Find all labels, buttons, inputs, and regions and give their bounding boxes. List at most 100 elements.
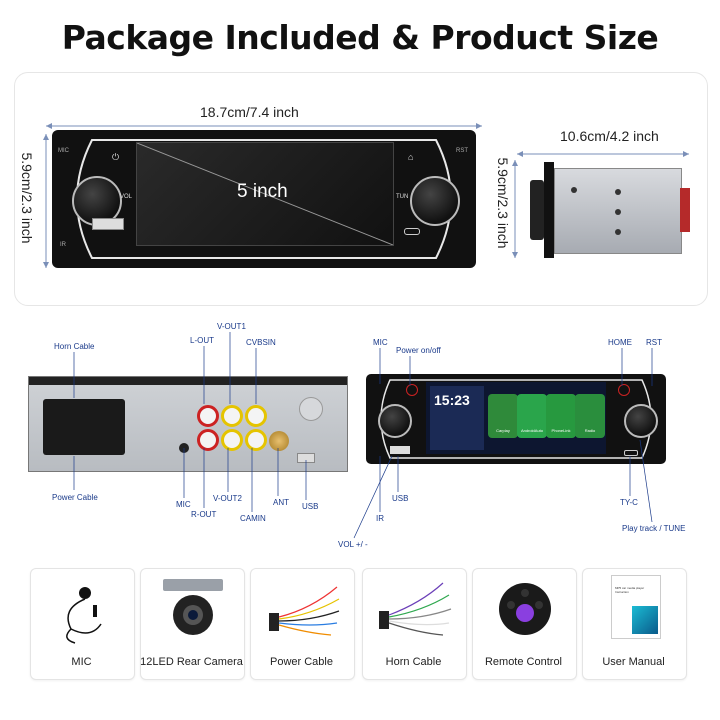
- accessory-card-camera: [140, 568, 245, 680]
- head-unit-screen[interactable]: 15:23 Carplay AndroidAuto PhoneLink Radi…: [426, 382, 606, 454]
- microphone-icon: [66, 587, 102, 644]
- front-leader-lines: [353, 348, 653, 539]
- front-width-label: 18.7cm/7.4 inch: [200, 104, 299, 120]
- label-rst: RST: [646, 338, 662, 347]
- app-label-androidauto: AndroidAuto: [520, 428, 543, 433]
- horn-cable-icon: [379, 582, 452, 636]
- cvbsin-jack: [245, 405, 267, 427]
- rear-top-edge: [29, 377, 347, 385]
- rear-camera-icon: [163, 579, 223, 635]
- front-dimension-lines: [43, 123, 482, 268]
- front-on-vol-knob[interactable]: [378, 404, 412, 438]
- label-camin: CAMIN: [240, 514, 266, 523]
- app-label-phonelink: PhoneLink: [551, 428, 571, 433]
- app-label-carplay: Carplay: [496, 428, 510, 433]
- app-label-radio: Radio: [584, 428, 596, 433]
- front-on-usb[interactable]: [390, 446, 410, 454]
- label-mic-rear: MIC: [176, 500, 191, 509]
- accessory-card-mic: [30, 568, 135, 680]
- v-out1-jack: [221, 405, 243, 427]
- side-connector: [680, 188, 690, 232]
- side-knob: [530, 180, 544, 240]
- label-mic-front: MIC: [373, 338, 388, 347]
- accessory-card-remote: [472, 568, 577, 680]
- side-unit: [530, 160, 690, 260]
- label-power: Power on/off: [396, 346, 441, 355]
- front-unit-on: 15:23 Carplay AndroidAuto PhoneLink Radi…: [366, 374, 666, 464]
- side-faceplate: [544, 162, 554, 258]
- vol-label: VOL: [120, 194, 133, 200]
- page-title: Package Included & Product Size: [61, 18, 659, 57]
- iso-connector: [43, 399, 125, 455]
- front-unit-outline: [76, 139, 452, 259]
- mic-label: MIC: [58, 148, 69, 154]
- accessory-label-horn-cable: Horn Cable: [385, 656, 442, 668]
- label-horn-cable: Horn Cable: [54, 342, 95, 351]
- label-usb-rear: USB: [302, 502, 319, 511]
- front-on-tune-knob[interactable]: [624, 404, 658, 438]
- volume-knob[interactable]: [72, 176, 122, 226]
- accessory-card-horn-cable: [362, 568, 467, 680]
- accessory-label-mic: MIC: [71, 656, 92, 668]
- front-unit-on-outline: [380, 379, 652, 459]
- label-vol: VOL +/ -: [338, 540, 368, 549]
- side-dimension-lines: [512, 151, 689, 258]
- screen-glare: [137, 143, 393, 245]
- label-tyc: TY-C: [620, 498, 638, 507]
- label-play-tune: Play track / TUNE: [622, 524, 686, 533]
- rear-leader-lines: [73, 332, 307, 512]
- accessory-card-manual: MP5 car media player Instruction: [582, 568, 687, 680]
- power-icon[interactable]: ⏻: [112, 152, 120, 162]
- v-out2-jack: [221, 429, 243, 451]
- accessory-label-manual: User Manual: [602, 656, 665, 668]
- label-ant: ANT: [273, 498, 289, 507]
- label-home: HOME: [608, 338, 632, 347]
- power-cable-icon: [269, 586, 340, 636]
- front-on-home-button[interactable]: [618, 384, 630, 396]
- label-cvbsin: CVBSIN: [246, 338, 276, 347]
- steering-remote-icon: [499, 583, 551, 635]
- rear-screw: [299, 397, 323, 421]
- label-power-cable: Power Cable: [52, 493, 98, 502]
- front-on-type-c[interactable]: [624, 450, 638, 456]
- camin-jack: [245, 429, 267, 451]
- tun-label: TUN: [396, 194, 409, 200]
- front-unit: 5 inch VOL TUN MIC RST IR ⏻ ⌂: [52, 130, 476, 268]
- screw-hole: [571, 187, 577, 193]
- screw-hole: [615, 189, 621, 195]
- screw-hole: [615, 209, 621, 215]
- manual-cover-art: [632, 606, 658, 634]
- accessory-label-camera: 12LED Rear Camera: [140, 656, 243, 668]
- user-manual-icon: MP5 car media player Instruction: [611, 575, 661, 639]
- accessory-card-power-cable: [250, 568, 355, 680]
- l-out-jack: [197, 405, 219, 427]
- rst-label: RST: [456, 148, 468, 154]
- accessory-label-power-cable: Power Cable: [270, 656, 333, 668]
- type-c-port[interactable]: [404, 228, 420, 235]
- ir-label: IR: [60, 242, 66, 248]
- app-radio[interactable]: [575, 394, 605, 438]
- accessory-label-remote: Remote Control: [484, 656, 563, 668]
- home-icon[interactable]: ⌂: [408, 152, 414, 162]
- clock-widget: 15:23: [430, 386, 484, 450]
- usb-port[interactable]: [92, 218, 124, 230]
- front-on-power-button[interactable]: [406, 384, 418, 396]
- rear-unit: [28, 376, 348, 472]
- clock-time: 15:23: [434, 392, 470, 408]
- app-carplay[interactable]: [488, 394, 518, 438]
- screen-size-label: 5 inch: [237, 181, 288, 202]
- front-screen: 5 inch: [136, 142, 394, 246]
- label-r-out: R-OUT: [191, 510, 217, 519]
- app-phonelink[interactable]: [546, 394, 576, 438]
- screw-hole: [615, 229, 621, 235]
- label-ir: IR: [376, 514, 384, 523]
- tune-knob[interactable]: [410, 176, 460, 226]
- label-v-out2: V-OUT2: [213, 494, 242, 503]
- label-usb-front: USB: [392, 494, 409, 503]
- ant-jack: [269, 431, 289, 451]
- manual-text: MP5 car media player Instruction: [615, 586, 645, 594]
- r-out-jack: [197, 429, 219, 451]
- app-androidauto[interactable]: [517, 394, 547, 438]
- label-l-out: L-OUT: [190, 336, 214, 345]
- label-v-out1: V-OUT1: [217, 322, 246, 331]
